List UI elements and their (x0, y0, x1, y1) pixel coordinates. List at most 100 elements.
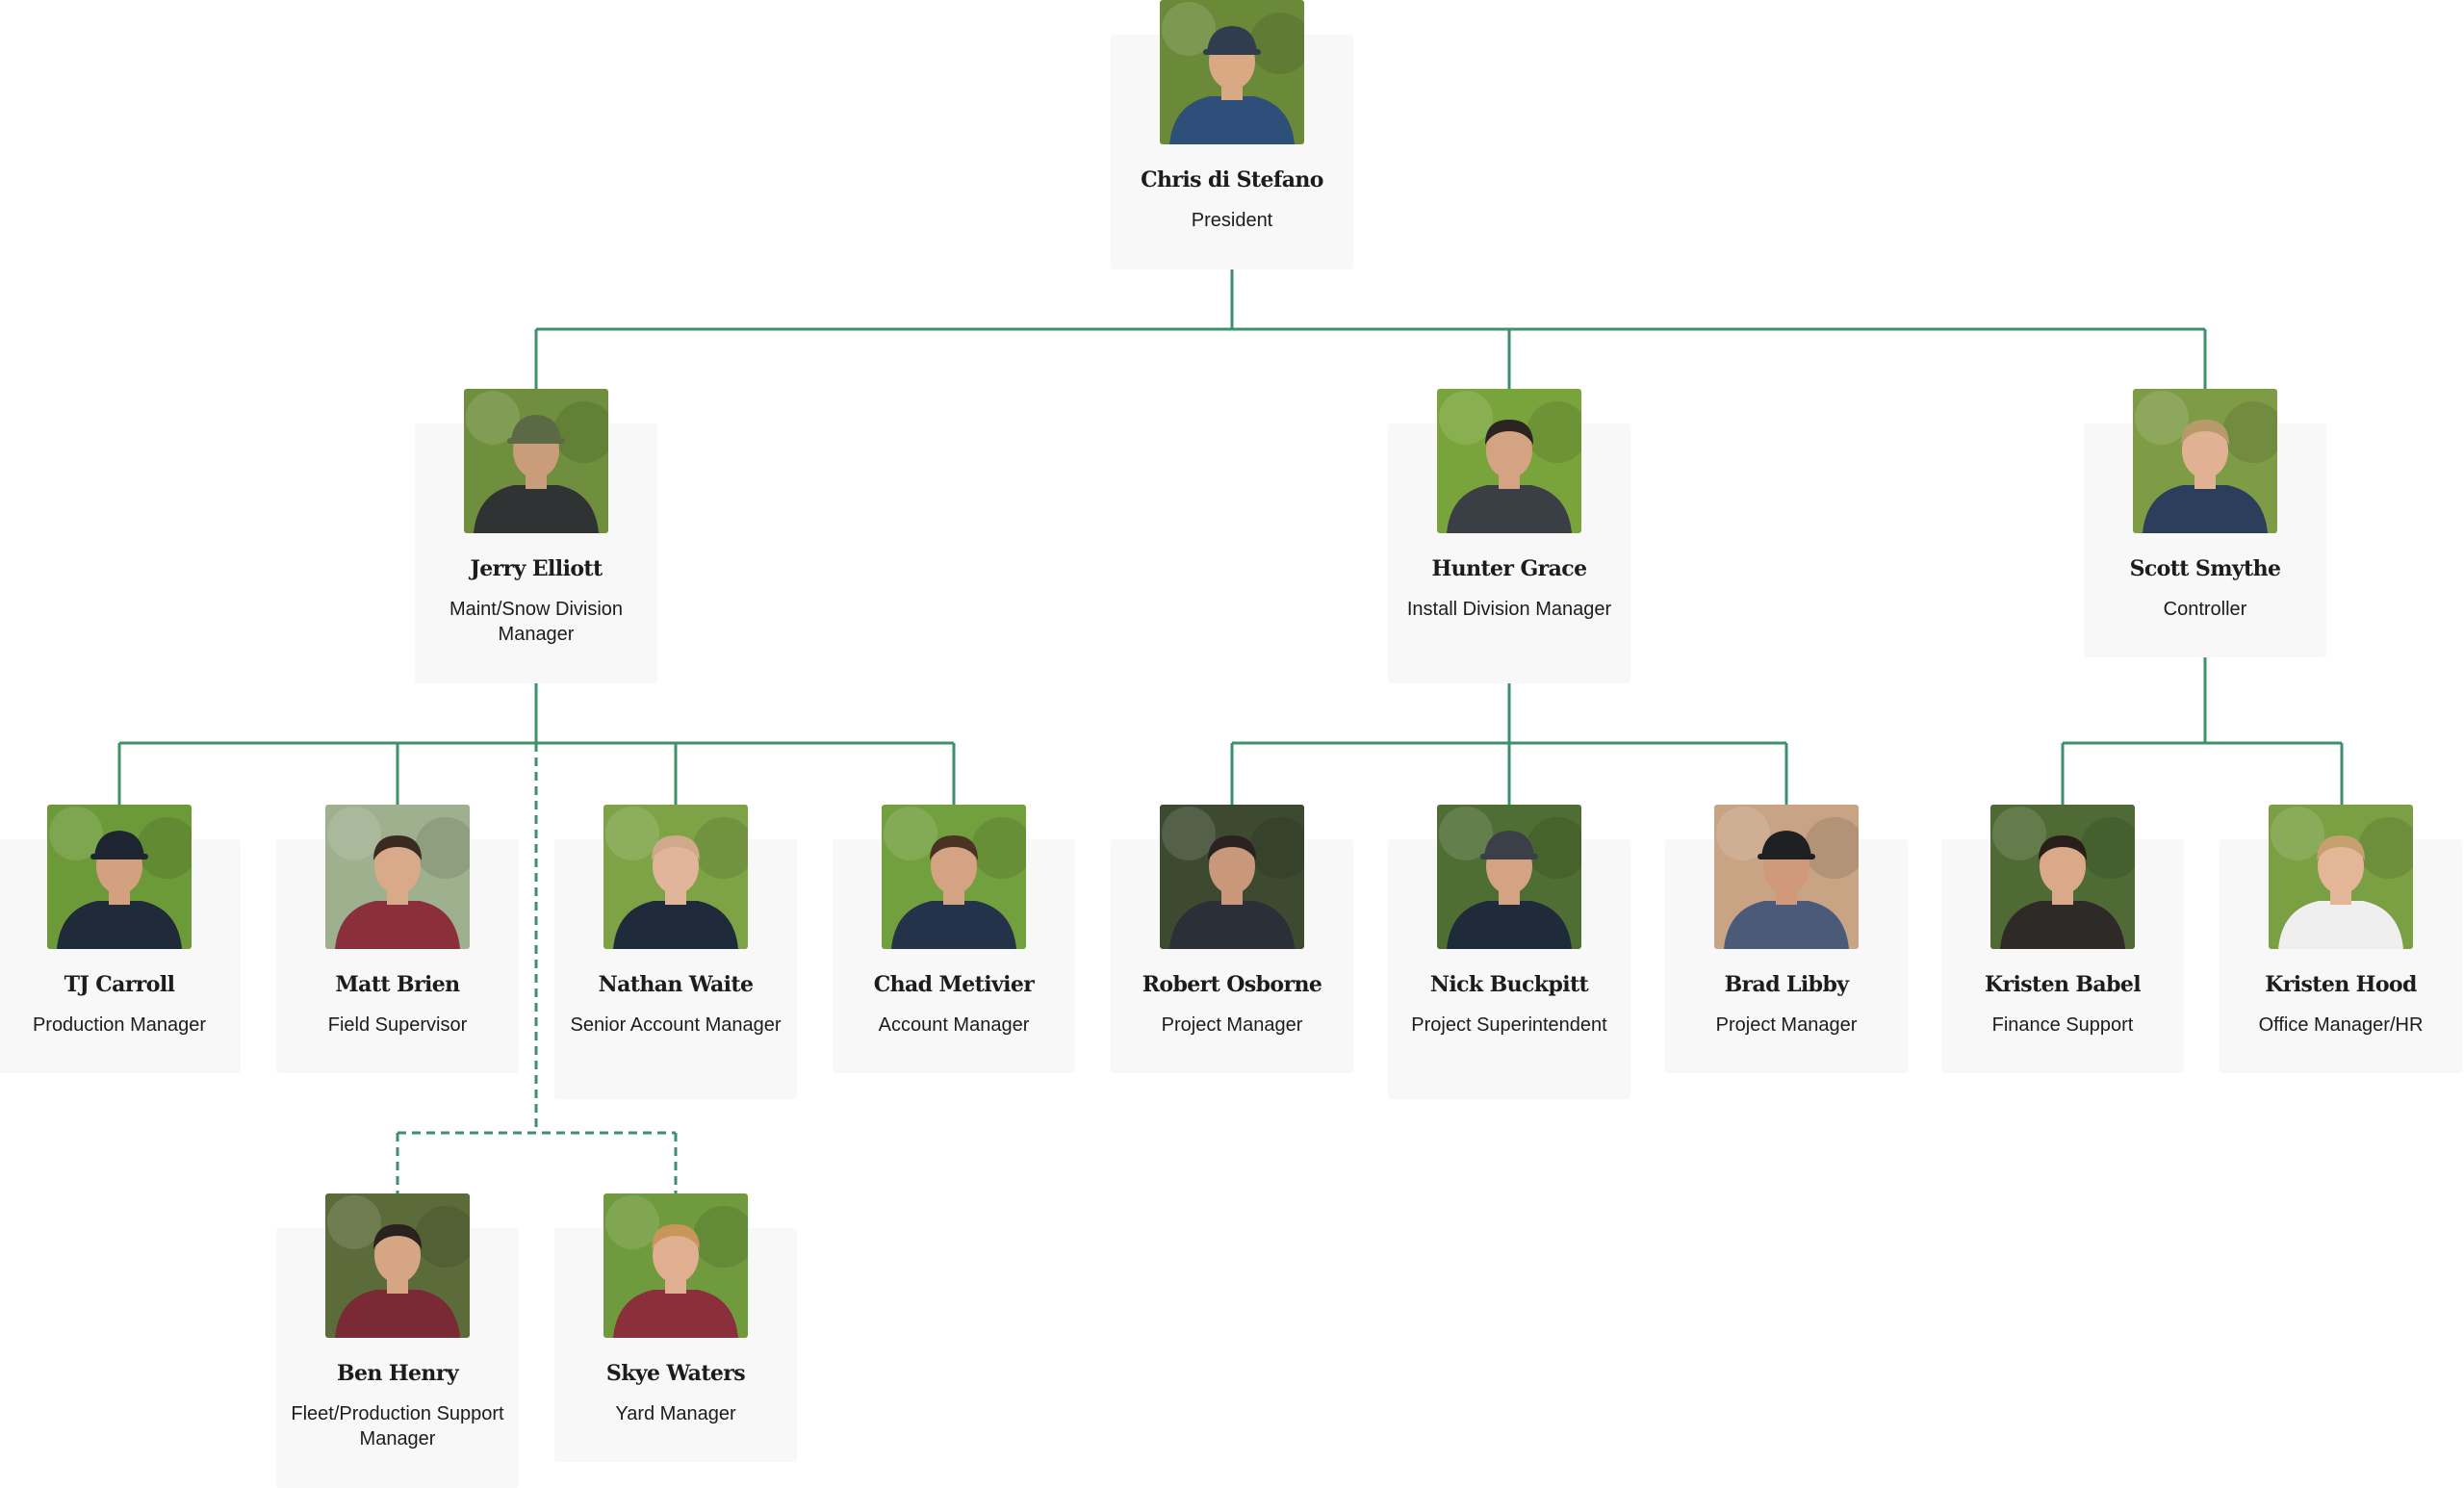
shirt-shape (335, 901, 460, 949)
person-card-chad: Chad Metivier Account Manager (833, 805, 1075, 1073)
person-name: Kristen Babel (1984, 972, 2142, 997)
background-foliage (1716, 807, 1770, 860)
shirt-shape (1447, 901, 1572, 949)
background-foliage (605, 1195, 659, 1249)
hair-shape (1208, 835, 1256, 860)
hair-shape (373, 835, 422, 860)
shirt-shape (1724, 901, 1849, 949)
background-foliage (49, 807, 103, 860)
person-role: Office Manager/HR (2258, 1014, 2424, 1036)
photo-skye (603, 1193, 748, 1338)
shirt-shape (2000, 901, 2125, 949)
background-foliage (466, 391, 520, 445)
face-shape (931, 838, 977, 894)
person-name: Scott Smythe (2129, 556, 2281, 581)
face-shape (2318, 838, 2364, 894)
person-name: Skye Waters (605, 1361, 746, 1386)
person-card-nick: Nick Buckpitt Project Superintendent (1388, 805, 1630, 1099)
person-name: Kristen Hood (2265, 972, 2417, 997)
hair-shape (2317, 835, 2365, 860)
background-foliage (1249, 817, 1304, 879)
face-shape (653, 838, 699, 894)
shirt-shape (613, 901, 738, 949)
cap-shape (1207, 26, 1257, 53)
background-foliage (2080, 817, 2135, 879)
background-foliage (2222, 401, 2277, 463)
photo-chris (1160, 0, 1304, 144)
person-card-brad: Brad Libby Project Manager (1665, 805, 1908, 1073)
person-role: Maint/Snow Division Manager (449, 599, 624, 645)
person-role: Project Manager (1715, 1014, 1858, 1036)
photo-matt (325, 805, 470, 949)
shirt-shape (1169, 96, 1295, 144)
photo-kristenb (1990, 805, 2135, 949)
portrait-image (1437, 389, 1581, 533)
background-foliage (884, 807, 937, 860)
photo-jerry (464, 389, 608, 533)
hair-shape (652, 1224, 700, 1249)
person-role: Field Supervisor (327, 1014, 468, 1036)
shirt-shape (891, 901, 1016, 949)
photo-chad (882, 805, 1026, 949)
shirt-shape (474, 485, 599, 533)
shirt-shape (1447, 485, 1572, 533)
person-role: Fleet/Production Support Manager (291, 1403, 504, 1450)
person-name: Hunter Grace (1431, 556, 1587, 581)
background-foliage (1992, 807, 2046, 860)
face-shape (1209, 838, 1255, 894)
shirt-shape (1169, 901, 1295, 949)
background-foliage (553, 401, 608, 463)
person-card-hunter: Hunter Grace Install Division Manager (1388, 389, 1630, 683)
portrait-image (603, 1193, 748, 1338)
portrait-image (325, 805, 470, 949)
cap-shape (94, 831, 144, 858)
cap-shape (1484, 831, 1534, 858)
hair-shape (930, 835, 978, 860)
face-shape (374, 1227, 421, 1283)
portrait-image (1990, 805, 2135, 949)
cap-shape (511, 415, 561, 442)
background-foliage (137, 817, 192, 879)
face-shape (374, 838, 421, 894)
cap-brim (1203, 49, 1261, 55)
cap-brim (1758, 854, 1815, 859)
background-foliage (1804, 817, 1859, 879)
background-foliage (2135, 391, 2189, 445)
photo-ben (325, 1193, 470, 1338)
photo-brad (1714, 805, 1859, 949)
photo-nick (1437, 805, 1581, 949)
shirt-shape (613, 1290, 738, 1338)
person-name: Nick Buckpitt (1429, 972, 1589, 997)
background-foliage (1439, 391, 1493, 445)
background-foliage (1162, 2, 1216, 56)
photo-scott (2133, 389, 2277, 533)
face-shape (2040, 838, 2086, 894)
person-card-nathan: Nathan Waite Senior Account Manager (554, 805, 797, 1099)
shirt-shape (2278, 901, 2403, 949)
person-role: Production Manager (32, 1014, 207, 1036)
person-name: Matt Brien (335, 972, 460, 997)
shirt-shape (2143, 485, 2268, 533)
background-foliage (1439, 807, 1493, 860)
person-card-kristenb: Kristen Babel Finance Support (1941, 805, 2184, 1073)
background-foliage (2271, 807, 2324, 860)
background-foliage (693, 817, 748, 879)
portrait-image (2133, 389, 2277, 533)
person-role: Yard Manager (615, 1403, 736, 1424)
background-foliage (1249, 13, 1304, 74)
background-foliage (971, 817, 1026, 879)
person-card-tj: TJ Carroll Production Manager (0, 805, 241, 1073)
person-card-matt: Matt Brien Field Supervisor (276, 805, 519, 1073)
portrait-image (1714, 805, 1859, 949)
photo-nathan (603, 805, 748, 949)
person-card-scott: Scott Smythe Controller (2084, 389, 2326, 657)
background-foliage (1527, 817, 1581, 879)
person-role: Finance Support (1991, 1014, 2134, 1036)
person-role: Account Manager (878, 1014, 1030, 1036)
background-foliage (2358, 817, 2413, 879)
background-foliage (1527, 401, 1581, 463)
portrait-image (603, 805, 748, 949)
portrait-image (464, 389, 608, 533)
person-name: Ben Henry (337, 1361, 459, 1386)
cap-brim (507, 438, 565, 444)
